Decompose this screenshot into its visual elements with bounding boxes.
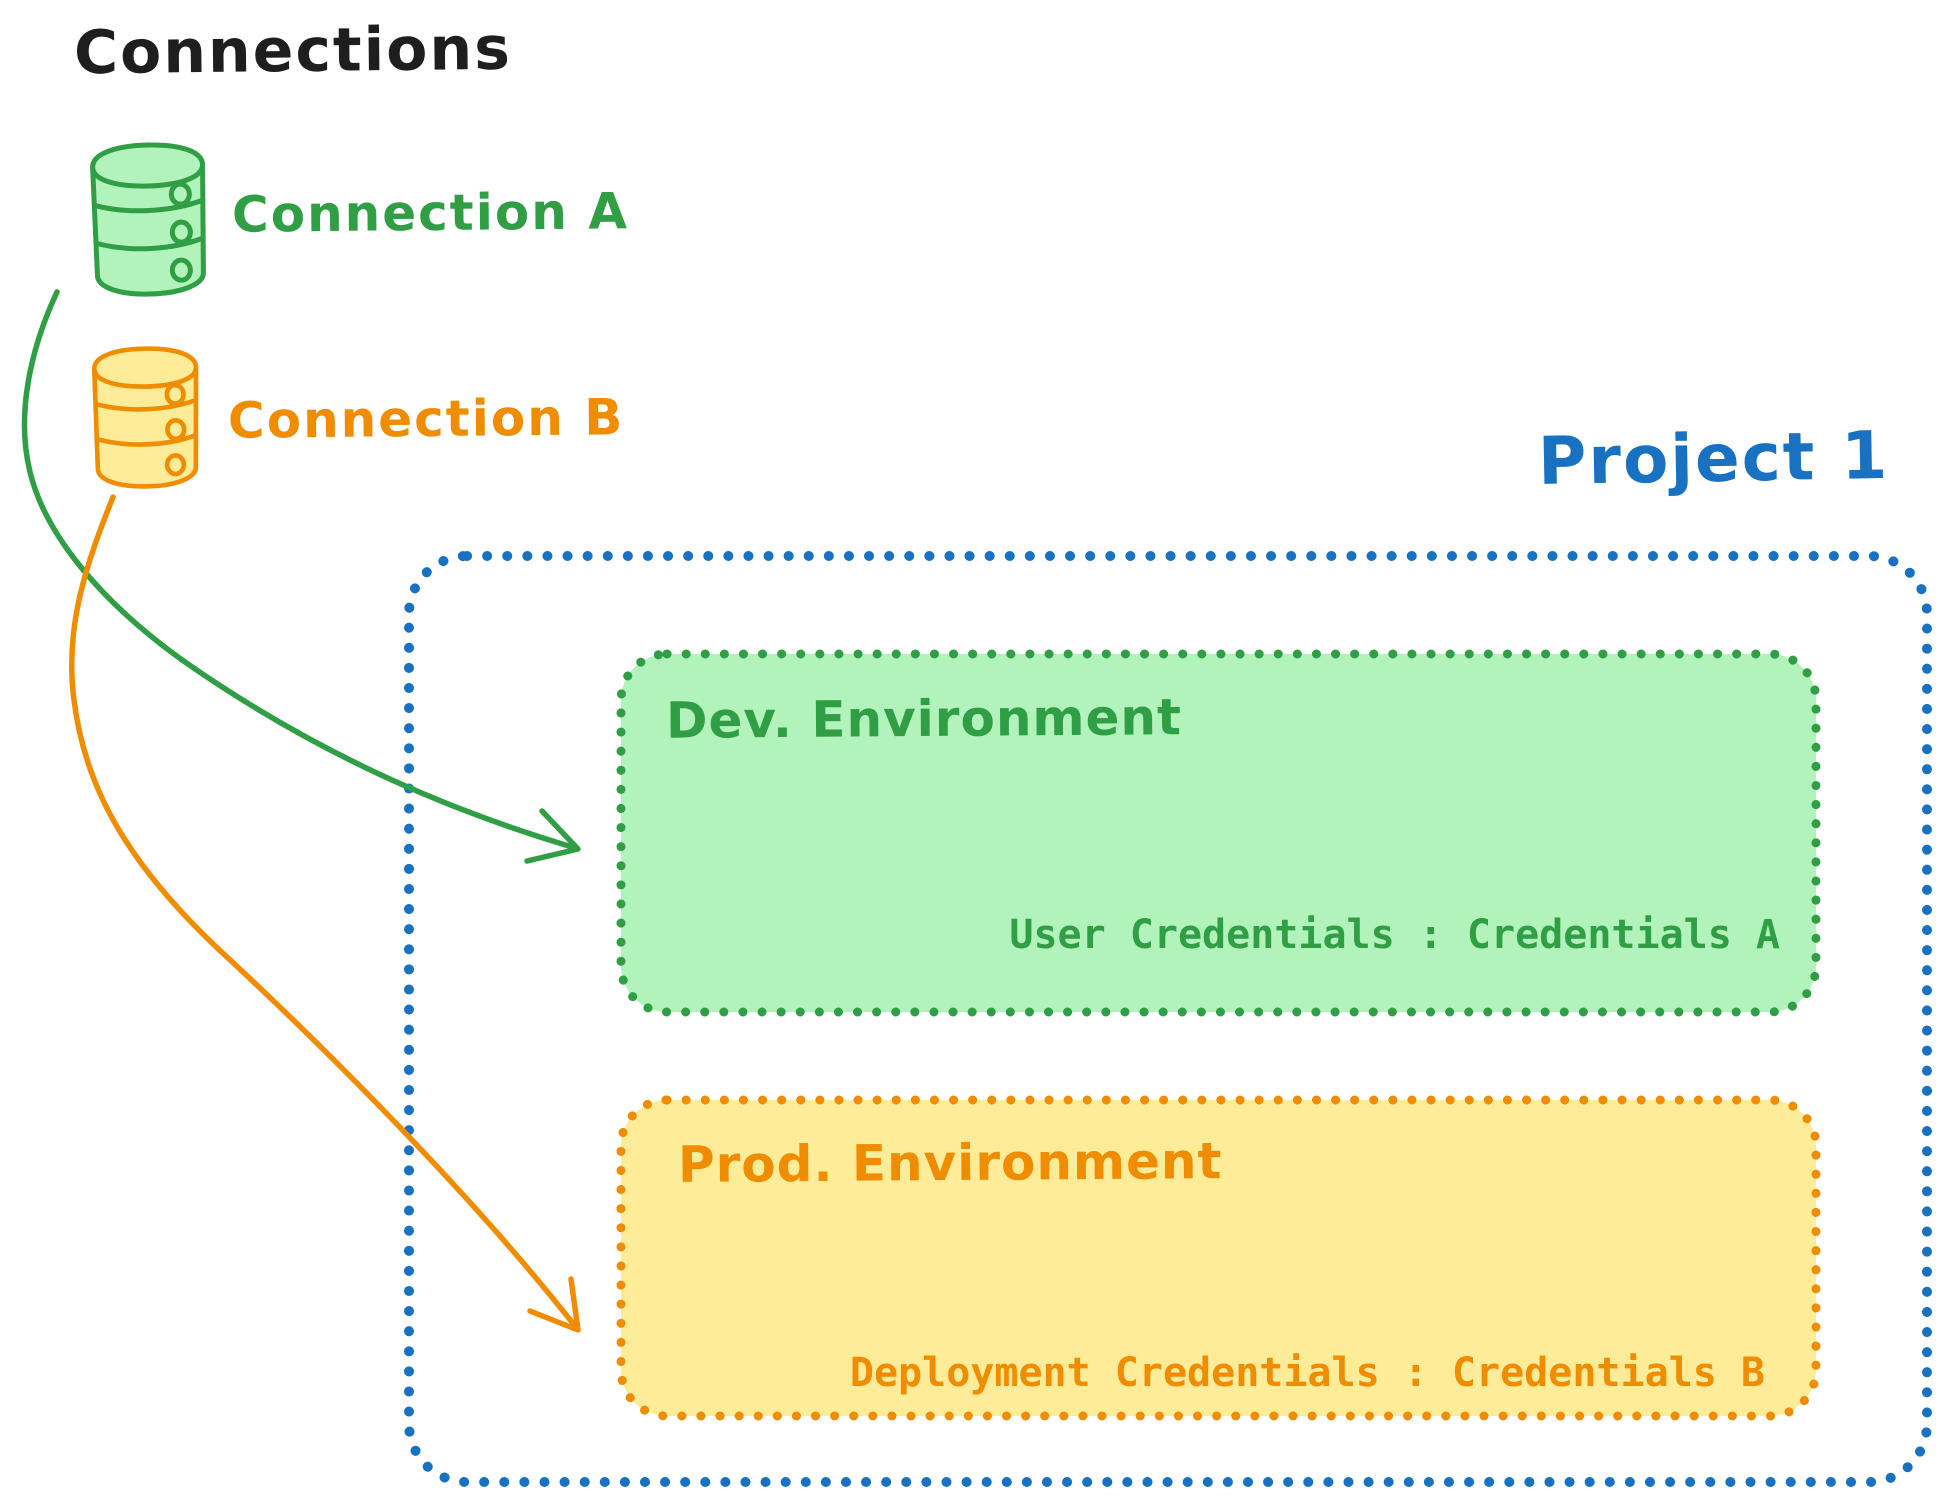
prod-environment-box — [616, 1095, 1821, 1421]
project-title: Project 1 — [1537, 416, 1890, 501]
arrow-connection-a-to-dev — [21, 289, 581, 864]
prod-environment-title: Prod. Environment — [677, 1132, 1223, 1194]
database-icon — [90, 142, 206, 297]
dev-credentials-text: User Credentials : Credentials A — [1009, 912, 1780, 958]
dev-environment-title: Dev. Environment — [665, 688, 1183, 750]
database-icon — [91, 346, 199, 489]
project-box-border — [404, 551, 1932, 1487]
diagram-title: Connections — [73, 13, 513, 89]
dev-environment-box — [616, 649, 1821, 1017]
arrow-connection-b-to-prod — [68, 494, 581, 1333]
prod-credentials-text: Deployment Credentials : Credentials B — [849, 1350, 1765, 1396]
connection-a-label: Connection A — [231, 182, 630, 244]
connection-b-label: Connection B — [227, 388, 625, 450]
